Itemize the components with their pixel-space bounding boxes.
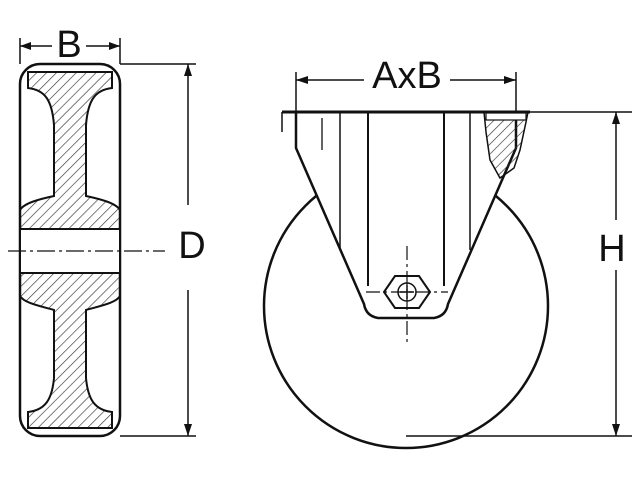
dimension-d: D <box>120 63 206 437</box>
dimension-b: B <box>19 24 121 66</box>
label-b: B <box>56 24 81 66</box>
dimension-h: H <box>406 111 632 437</box>
label-axb: AxB <box>372 55 442 97</box>
fork-bracket <box>294 110 518 320</box>
label-h: H <box>598 228 625 270</box>
dimension-axb: AxB <box>295 52 517 112</box>
plate-corner-detail <box>483 111 529 180</box>
wheel-cross-section <box>8 62 165 438</box>
castor-side-view <box>262 110 550 450</box>
label-d: D <box>178 225 205 267</box>
